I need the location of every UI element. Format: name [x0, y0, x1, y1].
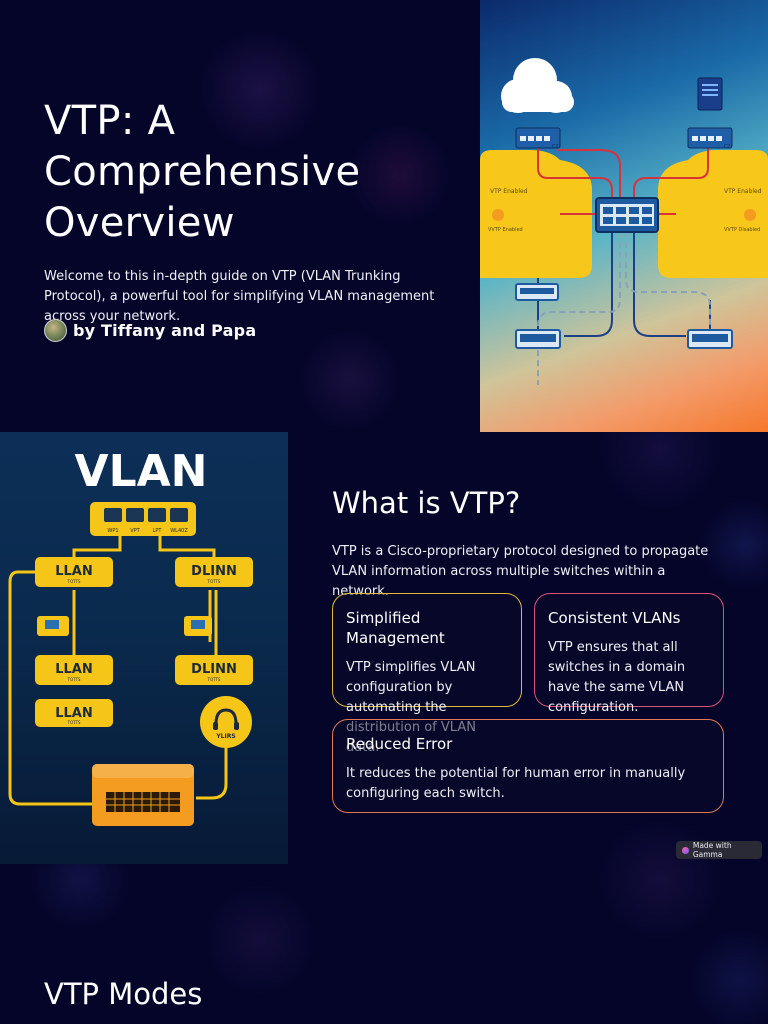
svg-text:DLINN: DLINN — [191, 662, 237, 677]
card-consistent-vlans: Consistent VLANs VTP ensures that all sw… — [534, 593, 724, 715]
svg-text:LLAN: LLAN — [55, 564, 93, 579]
card-body: It reduces the potential for human error… — [346, 766, 686, 801]
headset-icon: YLIRS — [200, 696, 252, 748]
label-left-bottom: VVTP Enabled — [488, 227, 523, 233]
vlan-box-3: LLAN TOTTS — [35, 655, 113, 685]
badge-label: Made with Gamma — [692, 841, 732, 859]
vlan-box-5: LLAN TOTTS — [35, 699, 113, 727]
gamma-logo-icon — [682, 846, 689, 854]
vlan-box-1: LLAN TOTTS — [35, 557, 113, 587]
switch-bottom-right — [687, 329, 733, 349]
svg-text:TOTTS: TOTTS — [67, 677, 81, 682]
avatar — [44, 319, 67, 342]
server-icon — [697, 77, 723, 111]
svg-text:LLAN: LLAN — [55, 706, 93, 721]
svg-text:LLAN: LLAN — [55, 662, 93, 677]
vlan-orange-switch — [92, 764, 194, 826]
author-name: by Tiffany and Papa — [73, 321, 257, 340]
vlan-heading: VLAN — [75, 446, 208, 497]
switch-top-left — [515, 127, 561, 149]
port-label-1: WP1 — [107, 528, 118, 534]
label-right-bottom: VVTP Disabled — [724, 227, 760, 233]
svg-text:DLINN: DLINN — [191, 564, 237, 579]
card-reduced-error: Reduced Error It reduces the potential f… — [332, 719, 724, 813]
monitor-icon-right — [184, 616, 212, 636]
vlan-diagram-svg: VLAN WP1 VPT LPT WL40Z LLAN TOTTS — [8, 446, 253, 826]
switch-bottom-left — [515, 329, 561, 349]
headset-label: YLIRS — [215, 733, 235, 740]
vlan-top-switch — [90, 502, 196, 536]
vlan-illustration: VLAN WP1 VPT LPT WL40Z LLAN TOTTS — [0, 432, 288, 864]
switch-center — [595, 197, 659, 233]
monitor-icon-left — [37, 616, 69, 636]
vlan-links — [8, 536, 228, 806]
card-title: Consistent VLANs — [548, 609, 681, 627]
svg-text:TOTTS: TOTTS — [207, 579, 221, 584]
dashed-links — [537, 232, 711, 385]
switch-tag-right: C2 — [724, 144, 731, 150]
vlan-box-4: DLINN TOTTS — [175, 655, 253, 685]
card-simplified-management: Simplified Management VTP simplifies VLA… — [332, 593, 522, 755]
author-row: by Tiffany and Papa — [44, 319, 256, 342]
svg-text:TOTTS: TOTTS — [67, 720, 81, 725]
hero-description: Welcome to this in-depth guide on VTP (V… — [44, 269, 435, 324]
left-yellow-zone — [480, 150, 592, 278]
status-dot-right — [744, 209, 756, 221]
svg-text:TOTTS: TOTTS — [67, 579, 81, 584]
card-title: Reduced Error — [346, 735, 453, 753]
made-with-gamma-badge[interactable]: Made with Gamma — [676, 841, 762, 859]
hero-title: VTP: A Comprehensive Overview — [44, 98, 361, 246]
status-dot-left — [492, 209, 504, 221]
card-body: VTP ensures that all switches in a domai… — [548, 640, 686, 715]
port-label-3: LPT — [153, 528, 163, 534]
port-label-4: WL40Z — [170, 528, 188, 534]
switch-mid-left — [515, 283, 559, 301]
cloud-icon — [501, 58, 574, 113]
label-right-top: VTP Enabled — [724, 188, 762, 195]
svg-text:TOTTS: TOTTS — [207, 677, 221, 682]
switch-tag-left: C2 — [552, 144, 559, 150]
red-links — [537, 140, 709, 215]
hero-network-illustration: VTP Enabled VVTP Enabled VTP Enabled VVT… — [480, 0, 768, 432]
switch-top-right — [687, 127, 733, 149]
vtp-modes-title: VTP Modes — [44, 977, 203, 1011]
port-label-2: VPT — [130, 528, 140, 534]
right-yellow-zone — [658, 150, 768, 278]
vlan-box-2: DLINN TOTTS — [175, 557, 253, 587]
card-title: Simplified Management — [346, 609, 445, 647]
what-is-vtp-title: What is VTP? — [332, 486, 521, 520]
network-diagram-svg: VTP Enabled VVTP Enabled VTP Enabled VVT… — [480, 58, 768, 385]
label-left-top: VTP Enabled — [490, 188, 528, 195]
